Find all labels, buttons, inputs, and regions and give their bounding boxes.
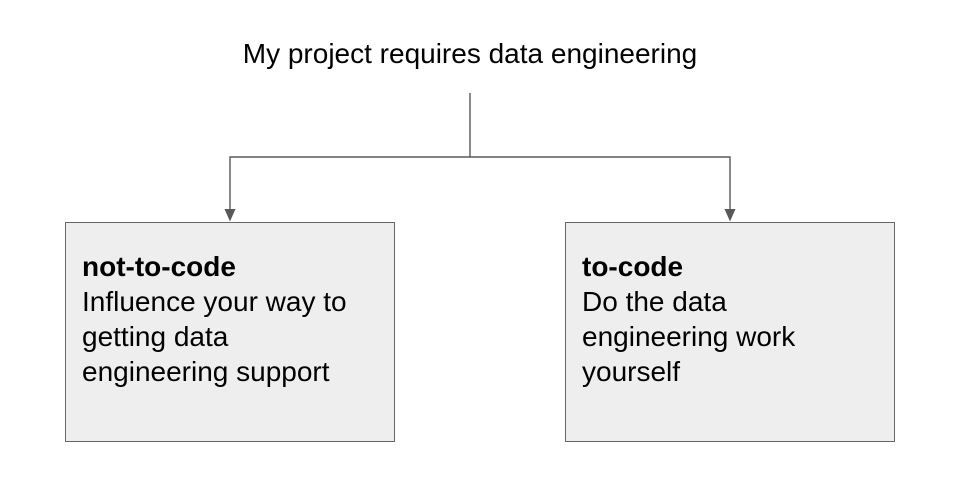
node-to-code: to-code Do the data engineering work you… (565, 222, 895, 442)
arrow-down-left-icon (224, 209, 236, 222)
node-to-code-heading: to-code (582, 251, 684, 282)
diagram-title: My project requires data engineering (242, 38, 698, 69)
node-to-code-body: Do the data engineering work yourself (582, 286, 796, 387)
arrow-down-right-icon (724, 209, 736, 222)
node-not-to-code-heading: not-to-code (82, 251, 236, 282)
connector-branches (229, 156, 731, 210)
node-not-to-code-body: Influence your way to getting data engin… (82, 286, 347, 387)
node-not-to-code: not-to-code Influence your way to gettin… (65, 222, 395, 442)
